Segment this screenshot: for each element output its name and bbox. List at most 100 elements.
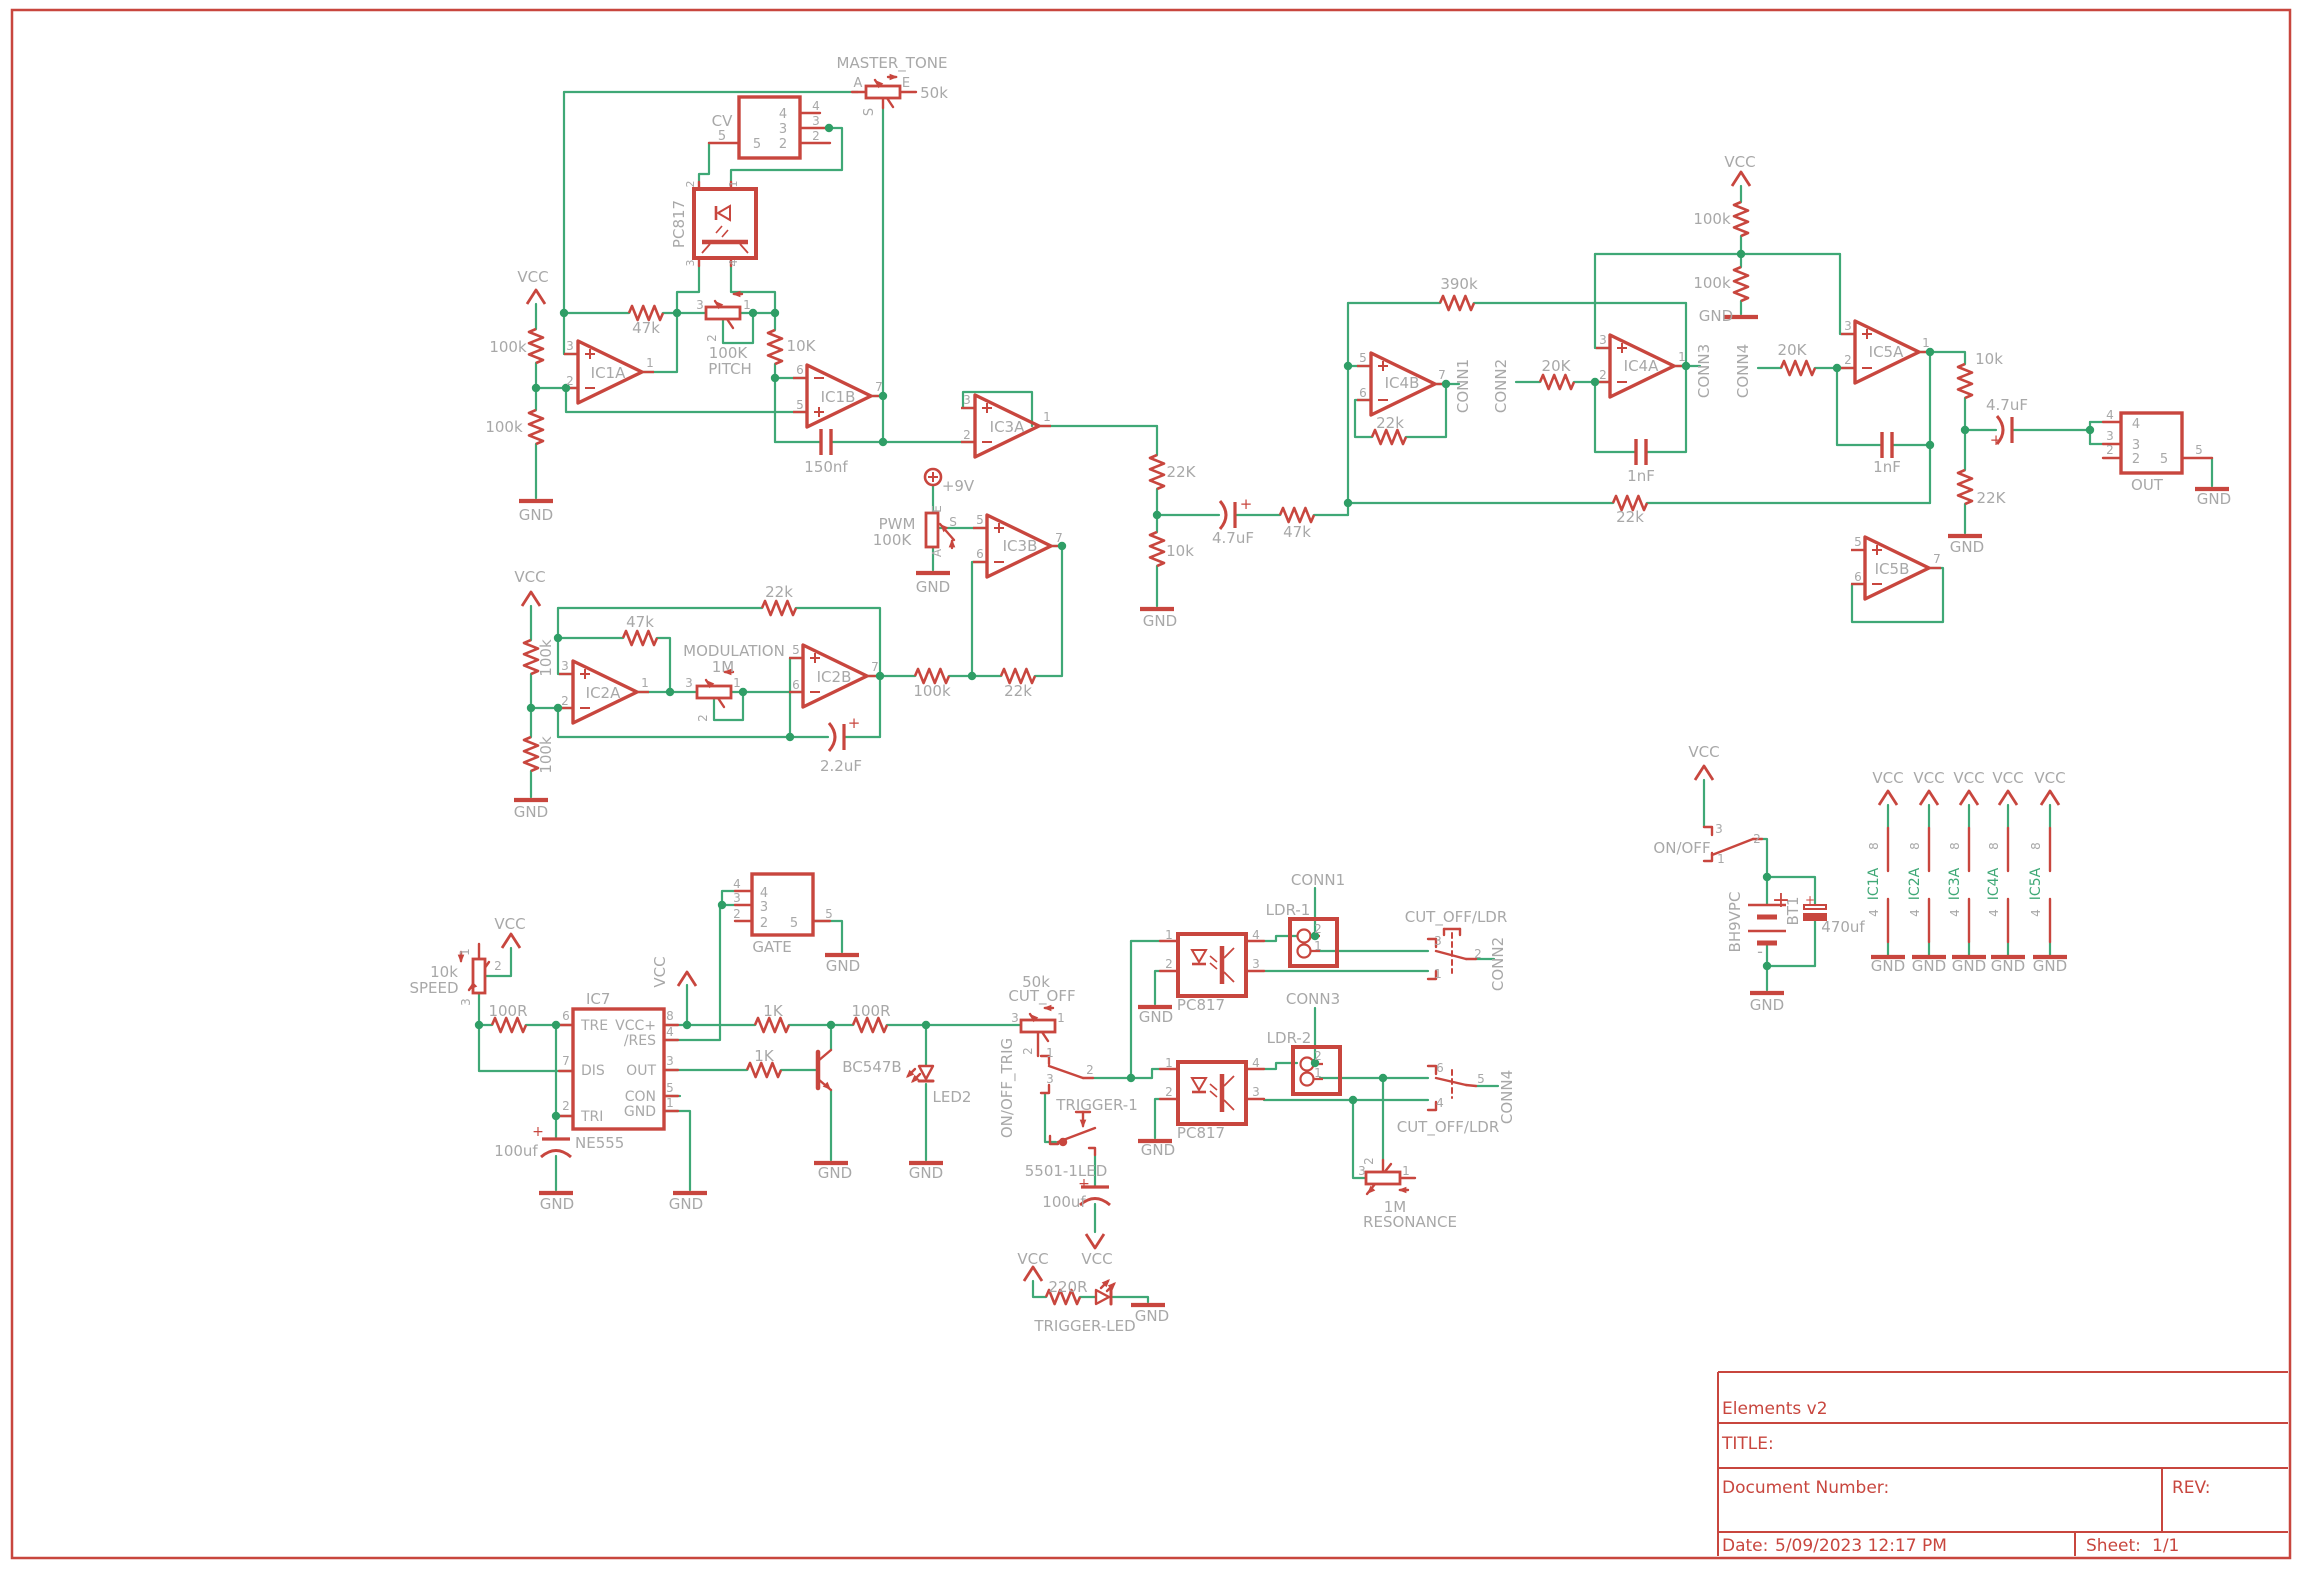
r-47k-2 (621, 629, 659, 647)
gate-label: GATE (752, 938, 791, 956)
master-tone-value: 50k (920, 84, 948, 102)
arrowhead-17 (1101, 1279, 1110, 1288)
res-pin3: 3 (1358, 1164, 1366, 1178)
junction-31 (474, 1020, 484, 1030)
r-100k-3-label: 100k (1693, 210, 1731, 228)
r-22k-ic2b (760, 599, 798, 617)
tb-sheet-value: 1/1 (2152, 1536, 2179, 1556)
gnd-out: GND (2197, 490, 2231, 508)
trigger1-label: TRIGGER-1 (1055, 1096, 1138, 1114)
r-22k-ic3a (1148, 453, 1166, 491)
c-2u2-curved-plate (827, 722, 837, 752)
bt1-type: BH9VPC (1726, 892, 1744, 953)
opamp-ic5a-plus-mark (1862, 329, 1872, 339)
ic1b-pin6: 6 (796, 363, 804, 377)
r-47k-2-label: 47k (626, 613, 654, 631)
junction-2 (672, 308, 682, 318)
opamp-ic3b-plus-mark (994, 523, 1004, 533)
wire-113 (662, 1109, 692, 1192)
opamp-ic3a (961, 393, 1051, 459)
opamp-ic2b-plus-mark (810, 653, 820, 663)
r-100r-1-zigzag (490, 1016, 528, 1034)
junction-40 (1310, 1058, 1320, 1068)
ic7-con: CON (625, 1089, 656, 1105)
bt1-label: BT1 (1784, 897, 1802, 926)
r-47k-1 (627, 304, 665, 322)
rail4-vcc: VCC (1992, 769, 2023, 787)
vcc-tled: VCC (1017, 1250, 1048, 1268)
ic1b-pin7: 7 (875, 380, 883, 394)
ic5a-label: IC5A (1869, 343, 1904, 361)
arrowhead-2 (715, 301, 724, 310)
r-47k-flt (1278, 506, 1316, 524)
r-220r-label: 220R (1048, 1278, 1087, 1296)
ne555-label: NE555 (575, 1134, 624, 1152)
pitch-pin1: 1 (743, 298, 751, 312)
opamp-ic4a-triangle (1608, 333, 1676, 399)
pitch-pin3: 3 (696, 298, 704, 312)
vcc-arrow-3 (1693, 764, 1715, 781)
r-22k-out-zigzag (1956, 468, 1974, 506)
c-470uf-plus: + (1805, 893, 1815, 907)
rail4-name: IC4A (1986, 867, 2002, 900)
pitch-pin2: 2 (705, 334, 719, 342)
red-segment-32 (1464, 1083, 1478, 1088)
r-10k-out-zigzag (1956, 362, 1974, 400)
wire-104 (662, 903, 737, 1042)
pot-cutoff-body (1019, 1018, 1057, 1034)
ic4b-pin6: 6 (1359, 386, 1367, 400)
gnd-pc2: GND (1139, 1008, 1173, 1026)
r-100r-1-label: 100R (488, 1002, 527, 1020)
red-segment-71 (1710, 837, 1755, 857)
red-segment-59 (1048, 1134, 1060, 1146)
rail1-name: IC1A (1866, 867, 1882, 900)
opto-pc817-2-led (1190, 949, 1208, 964)
junction-13 (1441, 379, 1451, 389)
r-10k-out-label: 10k (1975, 350, 2003, 368)
opamp-ic1b-triangle (805, 363, 873, 429)
master-tone-label: MASTER_TONE (837, 54, 948, 73)
wire-79 (655, 636, 672, 694)
opamp-ic2a-plus-mark (580, 669, 590, 679)
pc817-3-pin4: 4 (1252, 1056, 1260, 1070)
ic7-pin7: 7 (562, 1054, 570, 1068)
junction-3 (748, 308, 758, 318)
r-100k-5-zigzag (522, 638, 540, 676)
c-470uf (1803, 904, 1827, 921)
res-value: 1M (1384, 1198, 1407, 1216)
r-22k-ic2b-label: 22k (765, 583, 793, 601)
title-block-grid (1717, 1371, 2288, 1556)
c-4u7-2-label: 4.7uF (1986, 396, 2028, 414)
c-1nf-2 (1880, 432, 1894, 458)
junction-38 (1126, 1073, 1136, 1083)
arrowhead-12 (940, 524, 949, 533)
led2-label: LED2 (933, 1088, 972, 1106)
red-segment-53 (1047, 1064, 1085, 1080)
vcc-arrow-4 (500, 932, 522, 949)
gnd-1: GND (519, 506, 553, 524)
r-47k-1-label: 47k (632, 319, 660, 337)
r-1k-2-label: 1K (754, 1047, 775, 1065)
pc817-1-pin4: 4 (727, 260, 740, 267)
ic4b-pin5: 5 (1359, 351, 1367, 365)
r-100r-1 (490, 1016, 528, 1034)
gate-pin4-ext: 4 (733, 877, 741, 891)
junction-7 (561, 383, 571, 393)
arrowhead-18 (1107, 1282, 1116, 1291)
ic1b-pin5: 5 (796, 398, 804, 412)
r-10k-1-label: 10K (787, 337, 817, 355)
r-100k-4-zigzag (1732, 265, 1750, 303)
ic2b-pin7: 7 (871, 660, 879, 674)
master-tone-pin-s: S (862, 108, 877, 116)
bt1-minus: - (1757, 942, 1763, 961)
r-22k-long-zigzag (1611, 494, 1649, 512)
opamp-ic1a-plus-mark (585, 349, 595, 359)
gnd-gate: GND (826, 957, 860, 975)
red-segment-70 (1702, 825, 1714, 837)
cutoff-ldr1-label: CUT_OFF/LDR (1405, 908, 1508, 927)
conn3-net: CONN3 (1286, 990, 1340, 1008)
wire-82 (712, 690, 745, 722)
mod-label: MODULATION (683, 642, 785, 660)
opamp-ic3a-plus-mark (982, 403, 992, 413)
